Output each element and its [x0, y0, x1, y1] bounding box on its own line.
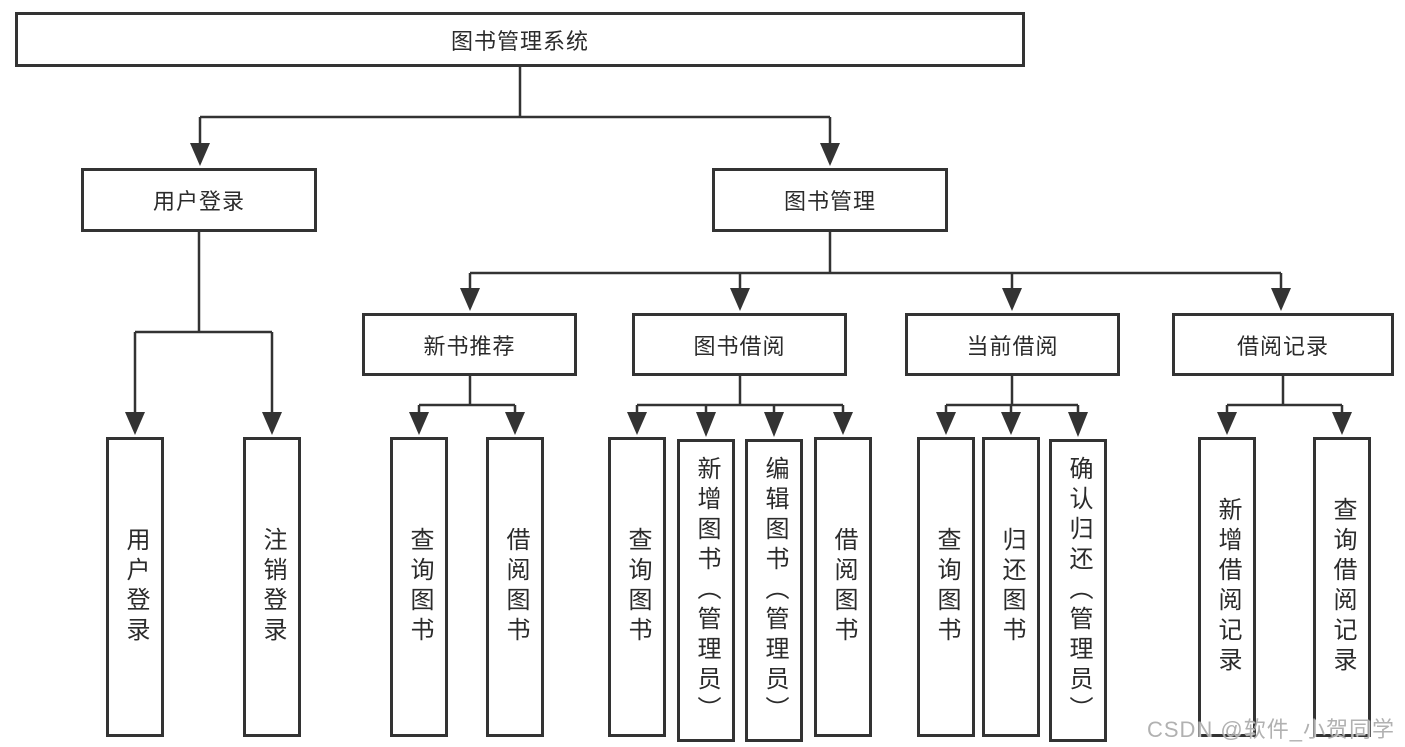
- leaf-borrow-book-newbook: 借阅图书: [486, 437, 544, 737]
- node-user-login: 用户登录: [81, 168, 317, 232]
- leaf-user-login: 用户登录: [106, 437, 164, 737]
- arrowhead: [627, 412, 647, 435]
- arrowhead: [1068, 412, 1088, 437]
- leaf-confirm-return-admin: 确认归还（管理员）: [1049, 439, 1107, 742]
- connector-book-management-children: [460, 232, 1291, 311]
- leaf-label: 新增图书（管理员）: [693, 455, 720, 726]
- node-current-borrow: 当前借阅: [905, 313, 1120, 376]
- watermark: CSDN @软件_小贺同学: [1146, 717, 1395, 742]
- connector-current-borrow-children: [936, 376, 1088, 437]
- node-new-book-recommend: 新书推荐: [362, 313, 577, 376]
- leaf-label: 编辑图书（管理员）: [761, 455, 788, 726]
- connector-new-book-children: [409, 376, 525, 435]
- connector-user-login-children: [125, 232, 282, 435]
- leaf-label: 查询图书: [933, 527, 960, 647]
- arrowhead: [820, 143, 840, 166]
- arrowhead: [1217, 412, 1237, 435]
- leaf-borrow-book: 借阅图书: [814, 437, 872, 737]
- arrowhead: [696, 412, 716, 437]
- connector-root-to-level2: [190, 67, 840, 166]
- node-borrow-record: 借阅记录: [1172, 313, 1394, 376]
- connector-book-borrow-children: [627, 376, 853, 437]
- arrowhead: [505, 412, 525, 435]
- leaf-label: 查询图书: [624, 527, 651, 647]
- leaf-logout: 注销登录: [243, 437, 301, 737]
- node-label: 当前借阅: [966, 333, 1059, 359]
- arrowhead: [764, 412, 784, 437]
- leaf-label: 确认归还（管理员）: [1065, 455, 1092, 726]
- arrowhead: [936, 412, 956, 435]
- node-book-borrow: 图书借阅: [632, 313, 847, 376]
- node-label: 借阅记录: [1236, 333, 1329, 359]
- leaf-label: 新增借阅记录: [1214, 497, 1241, 677]
- arrowhead: [1332, 412, 1352, 435]
- leaf-label: 归还图书: [998, 527, 1025, 647]
- node-library-system: 图书管理系统: [15, 12, 1025, 67]
- arrowhead: [730, 288, 750, 311]
- arrowhead: [1271, 288, 1291, 311]
- leaf-query-book-newbook: 查询图书: [390, 437, 448, 737]
- leaf-label: 查询图书: [406, 527, 433, 647]
- leaf-add-book-admin: 新增图书（管理员）: [677, 439, 735, 742]
- leaf-label: 借阅图书: [502, 527, 529, 647]
- arrowhead: [460, 288, 480, 311]
- leaf-query-book-current: 查询图书: [917, 437, 975, 737]
- leaf-label: 用户登录: [122, 527, 149, 647]
- node-label: 用户登录: [152, 189, 245, 214]
- node-label: 图书管理: [783, 189, 876, 214]
- leaf-label: 借阅图书: [830, 527, 857, 647]
- leaf-query-book-borrow: 查询图书: [608, 437, 666, 737]
- leaf-edit-book-admin: 编辑图书（管理员）: [745, 439, 803, 742]
- arrowhead: [409, 412, 429, 435]
- node-label: 新书推荐: [423, 333, 516, 359]
- leaf-label: 查询借阅记录: [1329, 497, 1356, 677]
- arrowhead: [1002, 288, 1022, 311]
- leaf-label: 注销登录: [259, 527, 286, 647]
- node-label: 图书管理系统: [450, 28, 589, 54]
- node-label: 图书借阅: [693, 333, 786, 359]
- arrowhead: [262, 412, 282, 435]
- leaf-return-book: 归还图书: [982, 437, 1040, 737]
- arrowhead: [190, 143, 210, 166]
- arrowhead: [833, 412, 853, 435]
- arrowhead: [1001, 412, 1021, 435]
- arrowhead: [125, 412, 145, 435]
- connector-borrow-record-children: [1217, 376, 1352, 435]
- leaf-query-borrow-record: 查询借阅记录: [1313, 437, 1371, 737]
- leaf-add-borrow-record: 新增借阅记录: [1198, 437, 1256, 737]
- node-book-management: 图书管理: [712, 168, 948, 232]
